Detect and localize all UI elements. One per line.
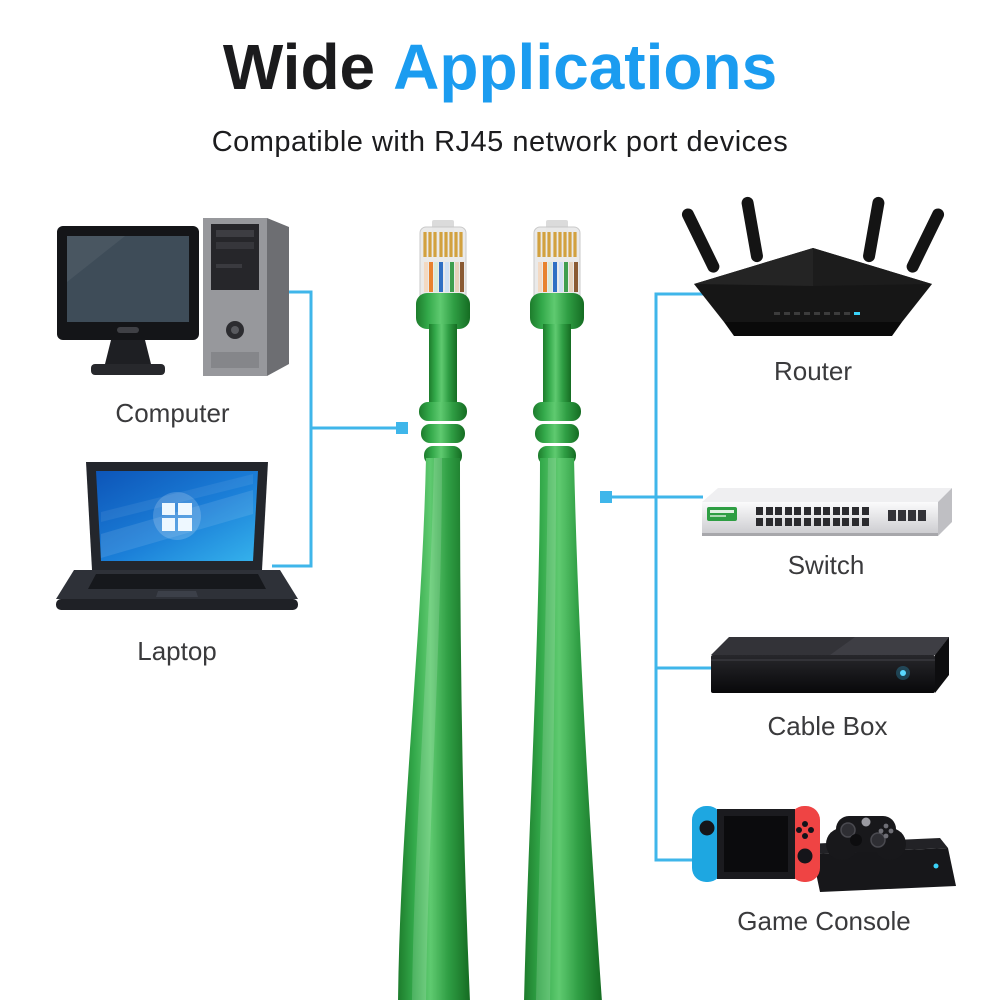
game-controller xyxy=(826,816,906,860)
device-label-router: Router xyxy=(773,356,853,386)
device-router: Router xyxy=(681,196,945,387)
power-led xyxy=(900,670,906,676)
device-label-laptop: Laptop xyxy=(137,636,217,666)
wifi-router-illustration xyxy=(681,196,945,336)
rj45-gold-pins xyxy=(423,232,463,257)
device-laptop: Laptop xyxy=(52,462,302,667)
handheld-console xyxy=(692,806,820,882)
device-label-game-console: Game Console xyxy=(737,906,911,936)
game-console-illustration xyxy=(692,806,956,892)
device-computer: Computer xyxy=(55,212,290,429)
ethernet-cable-left xyxy=(398,220,470,1000)
desktop-monitor xyxy=(57,226,199,375)
cable-box-illustration xyxy=(711,637,949,693)
rj45-wires xyxy=(538,262,578,292)
title-word-wide: Wide xyxy=(222,31,376,103)
left-connection-node xyxy=(396,422,408,434)
desktop-computer-illustration xyxy=(57,218,289,376)
router-status-lights xyxy=(774,312,850,315)
device-label-cable-box: Cable Box xyxy=(767,711,888,741)
right-bracket-line xyxy=(654,292,712,862)
title-word-applications: Applications xyxy=(393,31,778,103)
switch-brand-badge xyxy=(707,507,737,521)
laptop-illustration xyxy=(56,462,298,610)
page-subtitle: Compatible with RJ45 network port device… xyxy=(211,126,789,158)
right-connection-node xyxy=(600,491,612,503)
rj45-wires xyxy=(424,262,464,292)
device-switch: Switch xyxy=(700,486,952,581)
router-antennas xyxy=(681,196,945,273)
device-label-switch: Switch xyxy=(787,550,865,580)
switch-uplink-ports xyxy=(888,510,926,521)
device-game-console: Game Console xyxy=(690,782,958,937)
desktop-tower xyxy=(203,218,289,376)
device-cable-box: Cable Box xyxy=(705,625,950,742)
ethernet-cable-right xyxy=(524,220,602,1000)
network-switch-illustration xyxy=(702,488,952,536)
rj45-gold-pins xyxy=(537,232,577,257)
switch-ports xyxy=(756,507,869,526)
windows-logo-icon xyxy=(162,503,192,531)
device-label-computer: Computer xyxy=(115,398,230,428)
